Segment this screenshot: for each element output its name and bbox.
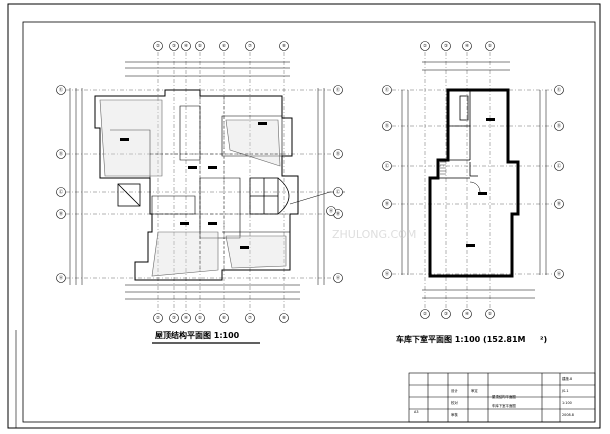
right-grid-left bbox=[382, 85, 392, 279]
right-grid-right-label: Ⓐ bbox=[557, 270, 562, 277]
left-grid-left-label: Ⓑ bbox=[59, 210, 64, 217]
right-grid-bottom bbox=[420, 309, 495, 319]
right-grid-top bbox=[420, 41, 495, 51]
left-plan-roof-slopes bbox=[99, 99, 287, 277]
title-block-cell-review: 审核 bbox=[451, 412, 458, 417]
right-grid-right bbox=[554, 85, 564, 279]
right-grid-bottom-label: ④ bbox=[465, 311, 469, 316]
right-grid-left-label: Ⓒ bbox=[385, 162, 390, 169]
drawing-date: 2008.8 bbox=[562, 413, 574, 417]
right-plan: ② ③ ④ ⑤ ② ③ ④ ⑤ Ⓔ Ⓓ Ⓒ Ⓑ Ⓐ Ⓔ Ⓓ Ⓒ Ⓑ Ⓐ 车库下 bbox=[382, 41, 564, 344]
right-grid-right-label: Ⓑ bbox=[557, 200, 562, 207]
drawing-scale: 1:100 bbox=[562, 401, 572, 405]
right-plan-caption: 车库下室平面图 1:100 (152.81M bbox=[396, 334, 526, 344]
left-grid-right-label: Ⓒ bbox=[336, 188, 341, 195]
title-block bbox=[408, 372, 596, 423]
left-grid-left-label: Ⓐ bbox=[59, 274, 64, 281]
left-grid-bottom-label: ② bbox=[156, 315, 160, 320]
right-grid-left-label: Ⓔ bbox=[385, 86, 390, 93]
sheet-label: 建施-8 bbox=[562, 376, 572, 381]
left-grid-left bbox=[56, 85, 66, 283]
left-grid-right-label: Ⓓ bbox=[336, 150, 341, 157]
left-grid-right-label: Ⓔ bbox=[336, 86, 341, 93]
left-grid-top-label: ③ bbox=[172, 43, 176, 48]
left-grid-top-label: ⑤ bbox=[198, 43, 202, 48]
sheet-border-inner bbox=[22, 21, 596, 423]
right-grid-top-label: ⑤ bbox=[488, 43, 492, 48]
right-grid-right-label: Ⓒ bbox=[557, 162, 562, 169]
left-plan-beams bbox=[150, 96, 290, 270]
left-grid-bottom-label: ⑦ bbox=[248, 315, 252, 320]
title-block-cell-design: 设计 bbox=[451, 388, 458, 393]
right-plan-door-arc bbox=[469, 181, 481, 193]
left-plan-caption: 屋顶结构平面图 1:100 bbox=[155, 330, 240, 340]
left-grid-left-label: Ⓒ bbox=[59, 188, 64, 195]
left-grid-right-label: Ⓑ bbox=[336, 210, 341, 217]
right-plan-caption-tail: ²) bbox=[540, 335, 547, 344]
left-grid-top-label: ⑥ bbox=[222, 43, 226, 48]
left-annotation-bubble bbox=[326, 206, 336, 216]
left-grid-right bbox=[333, 85, 343, 283]
right-grid-right-label: Ⓓ bbox=[557, 122, 562, 129]
left-plan-room-labels bbox=[120, 122, 267, 249]
left-grid-top-label: ⑧ bbox=[282, 43, 286, 48]
left-plan-core bbox=[117, 177, 290, 215]
left-grid-bottom-label: ⑤ bbox=[198, 315, 202, 320]
sheet-border-outer bbox=[7, 3, 601, 429]
title-block-cell-check: 校对 bbox=[451, 400, 458, 405]
right-plan-stair bbox=[440, 161, 446, 175]
left-grid-right-label: Ⓐ bbox=[336, 274, 341, 281]
left-annotation-label: Ⓐ bbox=[329, 207, 334, 214]
watermark: ZHULONG.COM bbox=[332, 228, 416, 241]
left-grid-left-label: Ⓓ bbox=[59, 150, 64, 157]
left-grid-bottom-label: ⑥ bbox=[222, 315, 226, 320]
right-grid-right-label: Ⓔ bbox=[557, 86, 562, 93]
left-grid-top bbox=[153, 41, 289, 51]
right-plan-dimension-lines bbox=[401, 61, 547, 299]
right-plan-room-labels bbox=[466, 118, 495, 247]
left-grid-bottom-label: ③ bbox=[172, 315, 176, 320]
left-plan: ② ③ ④ ⑤ ⑥ ⑦ ⑧ ② ③ ④ ⑤ ⑥ ⑦ ⑧ Ⓔ Ⓓ Ⓒ Ⓑ Ⓐ bbox=[56, 41, 345, 344]
sheet-number: JS-1 bbox=[561, 389, 569, 393]
drawing-title-2: 车库下室平面图 bbox=[492, 403, 516, 408]
right-grid-top-label: ③ bbox=[444, 43, 448, 48]
left-plan-dimension-lines bbox=[69, 61, 325, 300]
right-grid-top-label: ② bbox=[423, 43, 427, 48]
drawing-title-1: 屋顶结构平面图 bbox=[492, 394, 516, 399]
right-grid-left-label: Ⓐ bbox=[385, 270, 390, 277]
right-grid-left-label: Ⓑ bbox=[385, 200, 390, 207]
right-plan-inner-walls bbox=[438, 90, 478, 179]
right-grid-bottom-label: ⑤ bbox=[488, 311, 492, 316]
left-grid-bottom bbox=[153, 313, 289, 323]
left-grid-top-label: ② bbox=[156, 43, 160, 48]
right-grid-bottom-label: ② bbox=[423, 311, 427, 316]
left-grid-bottom-label: ④ bbox=[184, 315, 188, 320]
right-grid-bottom-label: ③ bbox=[444, 311, 448, 316]
right-grid-left-label: Ⓓ bbox=[385, 122, 390, 129]
left-grid-top-label: ④ bbox=[184, 43, 188, 48]
left-grid-bottom-label: ⑧ bbox=[282, 315, 286, 320]
title-block-cell-approve: 审定 bbox=[471, 388, 478, 393]
right-plan-outer-wall bbox=[428, 88, 520, 278]
corner-mark: A3 bbox=[414, 410, 418, 414]
right-grid-top-label: ④ bbox=[465, 43, 469, 48]
left-grid-left-label: Ⓔ bbox=[59, 86, 64, 93]
left-grid-top-label: ⑦ bbox=[248, 43, 252, 48]
left-plan-leader bbox=[289, 191, 331, 205]
